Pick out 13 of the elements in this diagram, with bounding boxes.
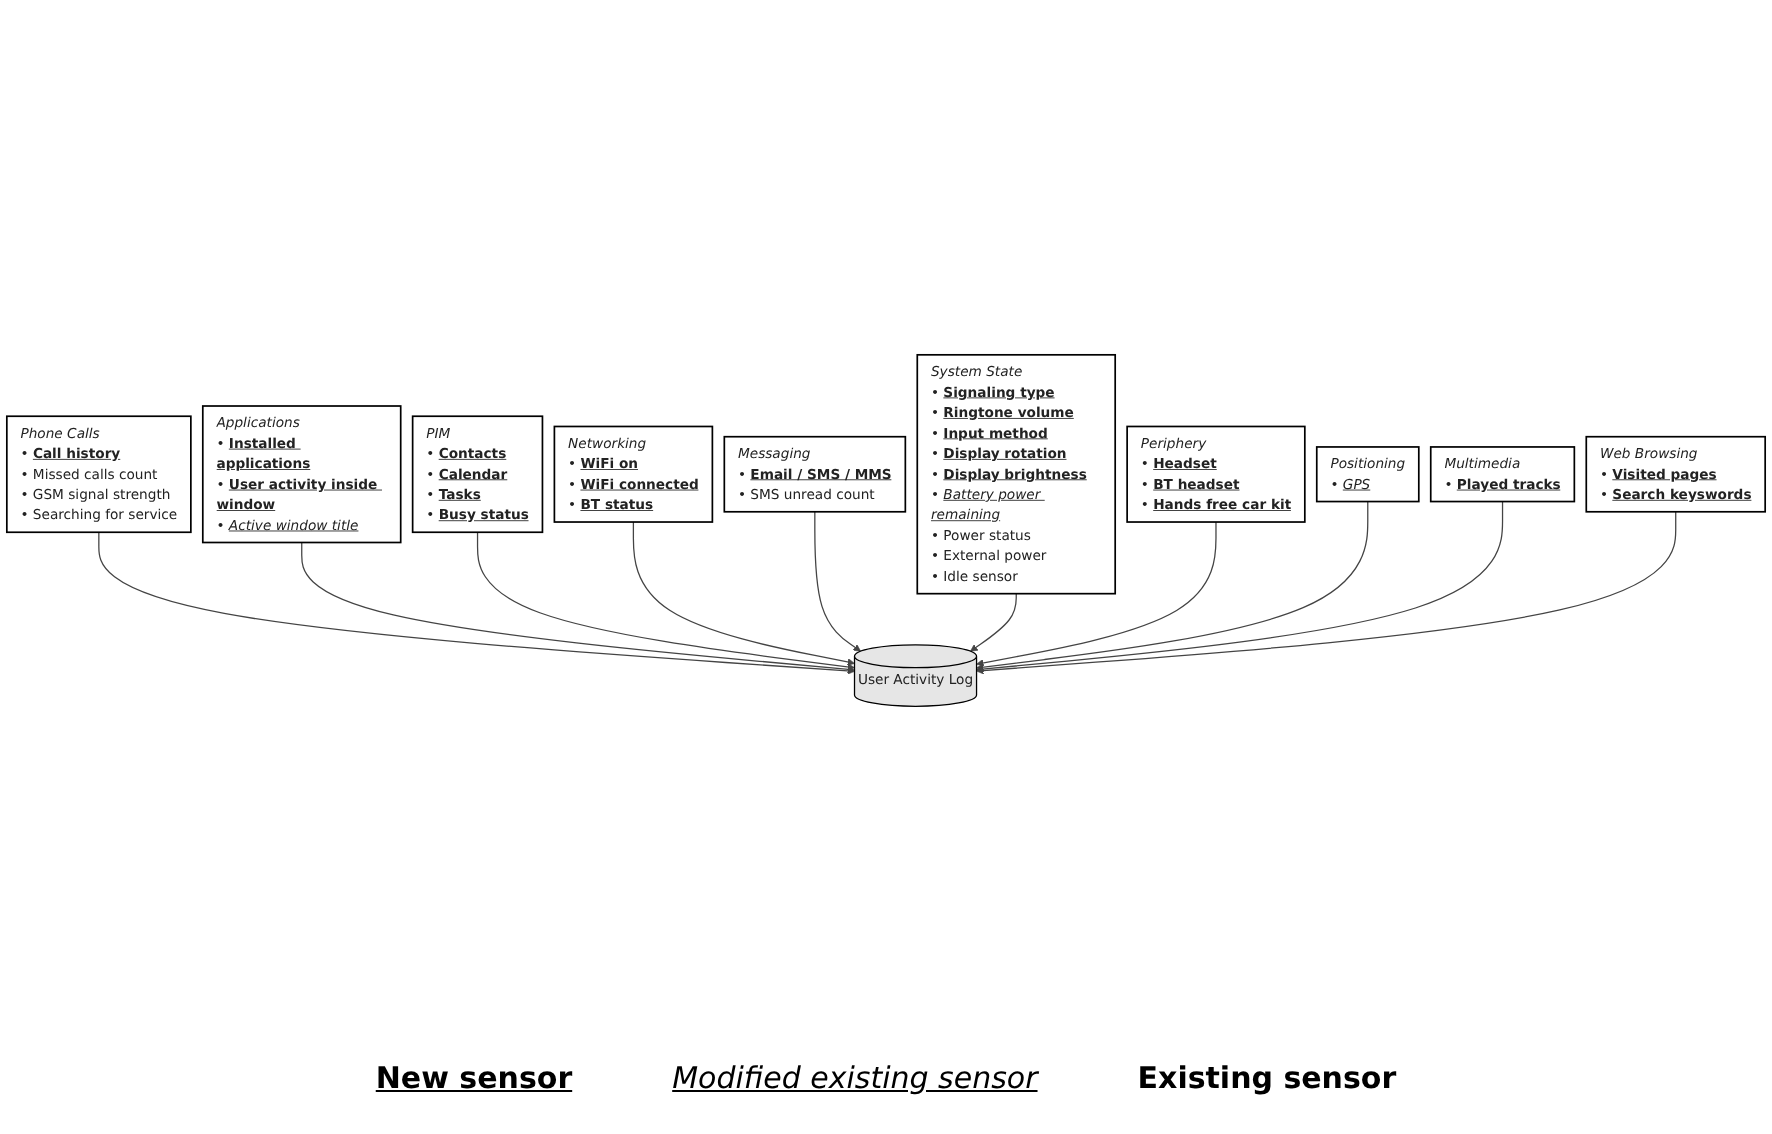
- arrow: [976, 500, 1504, 673]
- arrow: [976, 520, 1217, 666]
- legend-entry: Existing sensor: [1137, 1060, 1397, 1096]
- legend-entry: New sensor: [375, 1060, 573, 1096]
- arrow: [476, 531, 855, 671]
- arrow: [814, 510, 861, 652]
- arrow: [301, 541, 855, 673]
- arrow: [976, 500, 1369, 671]
- arrow: [976, 510, 1677, 674]
- arrow: [98, 531, 855, 675]
- arrow: [970, 592, 1017, 652]
- arrow: [632, 520, 855, 666]
- legend-entry: Modified existing sensor: [672, 1060, 1038, 1096]
